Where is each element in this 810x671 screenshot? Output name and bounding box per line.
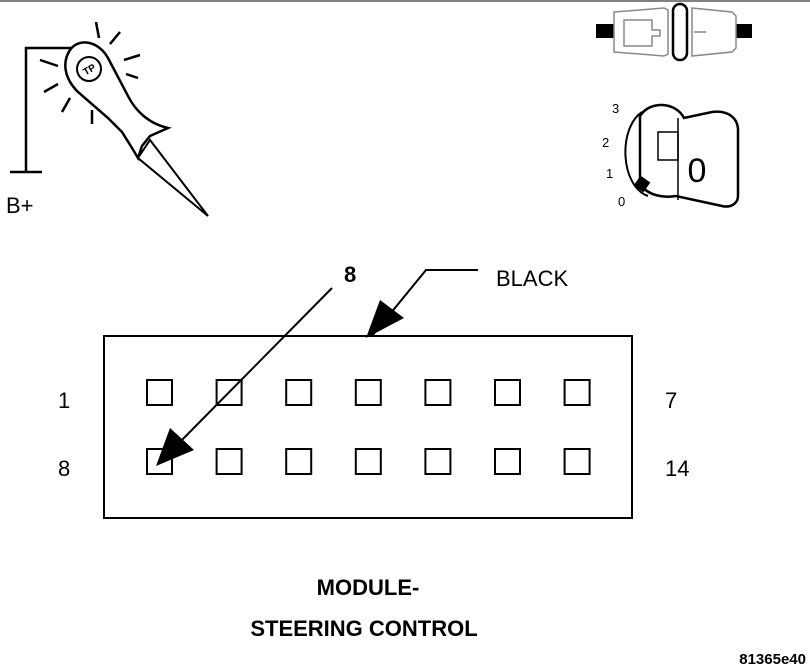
supply-label: B+ [6,193,34,218]
pin-cavity-5 [424,379,452,406]
ignition-position-2: 2 [602,135,609,150]
connector-face: 1 7 8 14 [58,335,689,519]
row1-right-label: 7 [665,388,677,413]
light-rays [39,21,141,124]
pin-cavity-4 [354,379,382,406]
ignition-position-3: 3 [612,101,619,116]
test-light-probe: TP B+ [6,21,209,218]
row2-left-label: 8 [58,456,70,481]
row2-right-label: 14 [665,456,689,481]
figure-id: 81365e40 [739,651,806,668]
disconnect-connector-icon [596,2,752,62]
pin-cavity-14 [563,448,591,475]
connector-color-label: BLACK [496,266,568,291]
pin-cavity-11 [354,448,382,475]
pin-cavity-3 [285,379,313,406]
caption-line-2: STEERING CONTROL [250,616,477,641]
connector-body [103,335,633,519]
ignition-position-0: 0 [618,194,625,209]
pin-cavity-6 [494,379,521,406]
pin-cavity-12 [424,448,452,475]
callout-pin-number: 8 [344,262,356,287]
color-callout: BLACK [366,266,568,338]
probe-lamp [76,56,102,82]
row1-left-label: 1 [58,388,70,413]
key-position-label: 0 [688,152,707,190]
pin-cavity-13 [494,448,521,475]
ignition-key-icon: 0 3 2 1 0 [602,101,740,209]
probe-supply-wire [24,46,72,172]
probe-tip [136,138,209,217]
caption-line-1: MODULE- [317,575,420,600]
pin-cavity-1 [146,379,173,406]
pin-row-2 [146,448,591,475]
pin-cavity-7 [563,379,591,406]
ignition-position-1: 1 [606,166,613,181]
pin-callout: 8 [156,262,356,466]
pin-cavity-10 [285,448,313,475]
pin-cavity-9 [215,448,243,475]
pin-row-1 [146,379,591,406]
